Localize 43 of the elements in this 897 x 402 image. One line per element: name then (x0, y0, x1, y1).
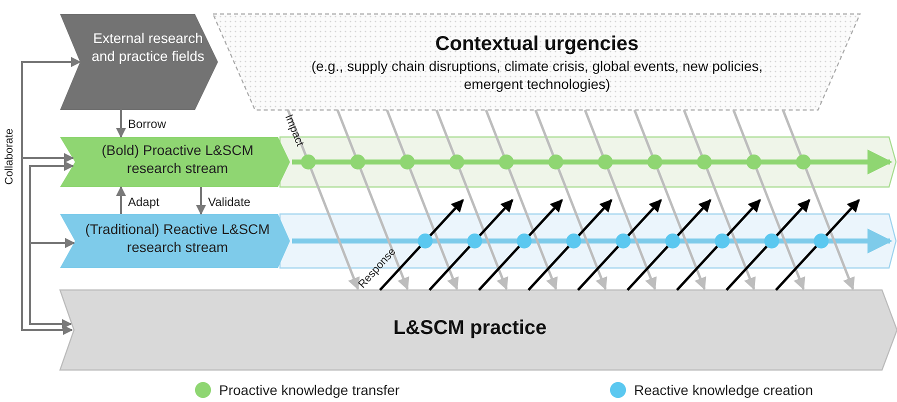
timeline-arrow (292, 228, 892, 254)
arrow (775, 199, 860, 291)
arrow (732, 110, 806, 290)
legend-label: Reactive knowledge creation (634, 382, 813, 398)
arrow (726, 199, 810, 291)
arrow (534, 110, 608, 290)
arrow (286, 110, 360, 290)
arrow (379, 199, 464, 291)
arrow (484, 110, 558, 290)
arrow (676, 199, 761, 291)
arrow (386, 110, 459, 290)
node-title: External research and practice fields (90, 30, 206, 65)
arrow (782, 110, 855, 290)
arrow (626, 199, 712, 291)
arrow (428, 199, 514, 291)
edge-label: Validate (207, 195, 252, 210)
node-title: (Traditional) Reactive L&SCM research stream (84, 221, 271, 256)
legend-label: Proactive knowledge transfer (219, 382, 400, 398)
arrow (29, 238, 75, 329)
node-title: (Bold) Proactive L&SCM research stream (100, 142, 254, 177)
node-title: L&SCM practice (392, 316, 548, 341)
field-banner (60, 14, 220, 110)
arrow (21, 57, 81, 335)
node-description: (e.g., supply chain disruptions, climate crisis, global events, new policies, emergent technologies) (310, 58, 764, 93)
arrow (682, 110, 756, 290)
stream-banner (60, 214, 291, 268)
arrow (633, 110, 706, 290)
timeline-arrow (292, 150, 892, 174)
edge-label: Impact (281, 112, 306, 150)
arrow (116, 186, 126, 214)
arrow (435, 110, 508, 290)
arrow (577, 199, 662, 291)
urgencies-banner (213, 14, 861, 110)
arrow (528, 199, 612, 291)
arrow (196, 187, 206, 215)
edge-label: Adapt (127, 195, 160, 210)
arrow (584, 110, 657, 290)
arrow (116, 110, 126, 138)
edge-label: Borrow (127, 117, 168, 132)
arrow (336, 110, 410, 290)
node-title: Contextual urgencies (434, 32, 640, 57)
arrow (478, 199, 563, 291)
practice-banner (60, 290, 897, 370)
